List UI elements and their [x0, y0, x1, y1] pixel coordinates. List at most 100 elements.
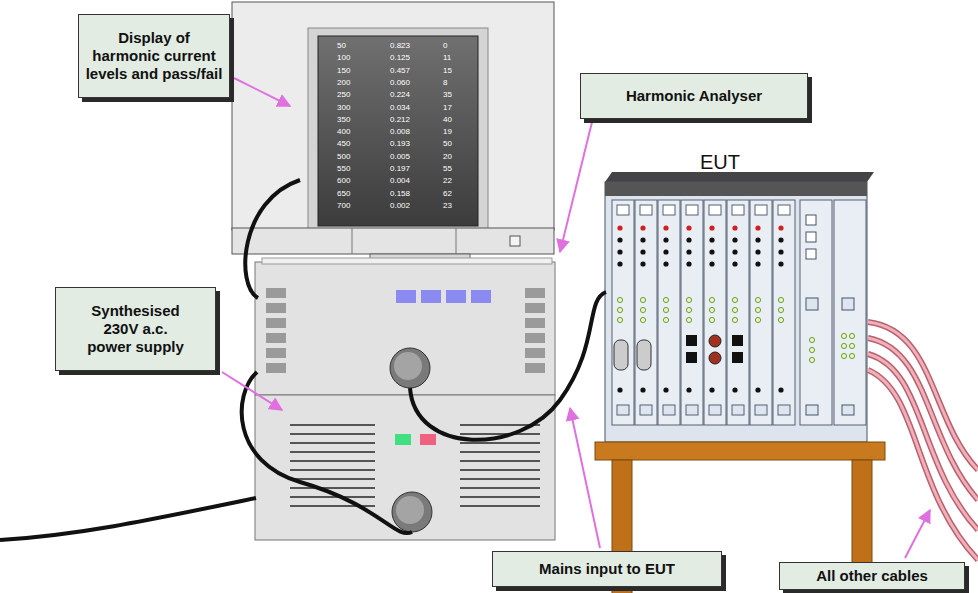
table-cell: 250	[337, 90, 350, 100]
table-cell: 100	[337, 53, 350, 63]
harmonic-analyser	[255, 258, 555, 395]
harmonic-analyser-part	[394, 352, 422, 380]
callout-box: Display of harmonic current levels and p…	[78, 14, 230, 98]
table-cell: 19	[443, 127, 452, 137]
power-supply-part-part	[460, 505, 540, 507]
table-cell: 0.823	[390, 41, 410, 51]
callout-box: Mains input to EUT	[492, 551, 722, 587]
power-supply-part-part	[290, 469, 375, 471]
table-cell: 0.193	[390, 139, 410, 149]
eut-rack-part	[806, 249, 816, 259]
callout-box: Synthesised 230V a.c. power supply	[55, 287, 216, 371]
harmonic-analyser-part	[266, 303, 286, 313]
other-cables-part	[868, 370, 978, 560]
power-supply-part	[392, 492, 432, 532]
table-cell: 0.034	[390, 103, 410, 113]
leader-lines-part	[222, 372, 282, 410]
callout-text: All other cables	[816, 567, 928, 585]
harmonic-analyser-part	[266, 318, 286, 328]
harmonic-analyser-part	[446, 290, 466, 303]
eut-rack-part	[842, 298, 854, 310]
table-cell: 0.457	[390, 66, 410, 76]
table-cell: 0.004	[390, 176, 410, 186]
power-supply-part-part	[290, 460, 375, 462]
eut-rack-part	[834, 200, 866, 425]
monitor-part	[318, 36, 478, 226]
power-supply-part-part	[290, 433, 375, 435]
power-supply-part-part	[460, 478, 540, 480]
mains-cables	[0, 180, 606, 540]
eut-rack-part	[841, 343, 846, 348]
harmonic-analyser-part	[471, 290, 491, 303]
harmonic-analyser-part	[525, 288, 545, 298]
table-cell: 300	[337, 103, 350, 113]
power-supply-part-part	[460, 460, 540, 462]
table-cell: 11	[443, 53, 451, 63]
eut-rack-part	[800, 200, 832, 425]
table-cell: 55	[443, 164, 452, 174]
leader-lines-part	[570, 408, 600, 548]
other-cables	[868, 322, 978, 560]
callout-text: Mains input to EUT	[539, 560, 675, 578]
eut-rack-part	[806, 232, 816, 242]
harmonic-analyser-part	[396, 290, 416, 303]
eut-rack-part	[841, 333, 846, 338]
power-supply-part-part	[460, 496, 540, 498]
table-cell: 8	[443, 78, 447, 88]
power-supply-part-part	[460, 442, 540, 444]
power-supply-part-part	[290, 451, 375, 453]
eut-rack-part	[849, 333, 854, 338]
callout-box: All other cables	[779, 562, 965, 590]
table-cell: 0.060	[390, 78, 410, 88]
table-cell: 50	[337, 41, 346, 51]
callout-text: Synthesised 230V a.c. power supply	[84, 302, 187, 356]
harmonic-analyser-part	[421, 290, 441, 303]
table-cell: 600	[337, 176, 350, 186]
eut-rack-part	[732, 335, 743, 346]
power-supply-part	[255, 395, 555, 540]
table-cell: 20	[443, 152, 452, 162]
eut-rack-part	[806, 298, 818, 310]
table-cell: 400	[337, 127, 350, 137]
eut-rack-part	[704, 200, 726, 425]
eut-rack-part	[841, 353, 846, 358]
table-cell: 350	[337, 115, 350, 125]
eut-rack-part	[732, 352, 743, 363]
monitor-part	[232, 2, 554, 230]
table-cell: 0.002	[390, 201, 410, 211]
power-supply-part-part	[460, 469, 540, 471]
table-cell: 0.197	[390, 164, 410, 174]
power-supply-part-part	[460, 451, 540, 453]
eut-rack-part	[605, 182, 867, 196]
harmonic-analyser-part	[266, 348, 286, 358]
harmonic-analyser-part	[266, 363, 286, 373]
eut-rack-part	[709, 335, 721, 347]
monitor	[232, 2, 554, 268]
power-supply-part-part	[290, 442, 375, 444]
eut-rack-part	[809, 337, 814, 342]
callout-text: Harmonic Analyser	[626, 87, 762, 105]
eut-rack-part	[686, 335, 697, 346]
table-cell: 40	[443, 115, 452, 125]
table-cell: 0.008	[390, 127, 410, 137]
table-cell: 17	[443, 103, 452, 113]
eut-rack-part	[806, 215, 816, 225]
leader-lines-part	[234, 78, 290, 106]
table-cell: 23	[443, 201, 452, 211]
table-cell: 500	[337, 152, 350, 162]
eut-rack-part	[750, 200, 772, 425]
mains-cables-part	[245, 180, 300, 298]
mains-cables-part	[0, 498, 256, 540]
monitor-part	[510, 236, 520, 246]
table-cell: 35	[443, 90, 452, 100]
callout-text: Display of harmonic current levels and p…	[85, 29, 223, 83]
table-cell: 700	[337, 201, 350, 211]
eut-rack-part	[681, 200, 703, 425]
harmonic-analyser-part	[266, 333, 286, 343]
mains-cables-part	[410, 292, 606, 440]
power-supply-part-part	[460, 487, 540, 489]
monitor-part	[232, 228, 554, 254]
eut-rack-part	[849, 353, 854, 358]
eut-rack-part	[773, 200, 795, 425]
